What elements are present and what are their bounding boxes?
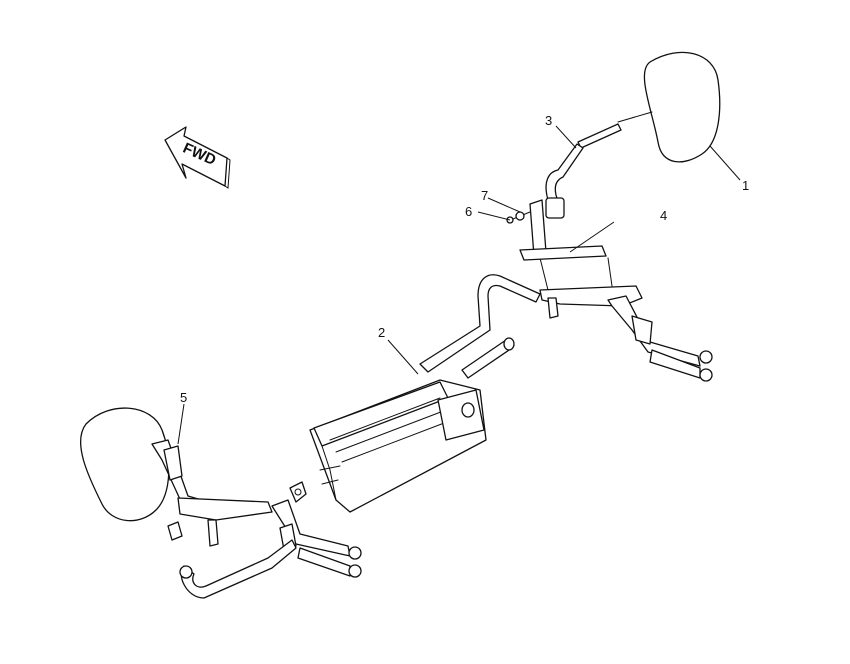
center-console <box>309 379 487 513</box>
leader-lines <box>177 125 741 445</box>
right-lower-bracket <box>539 285 713 382</box>
callout-7: 7 <box>481 188 488 203</box>
mirror-head-right <box>617 51 721 163</box>
callout-2: 2 <box>378 325 385 340</box>
mirror-head-left <box>79 407 170 522</box>
callout-1: 1 <box>742 178 749 193</box>
upper-tube <box>419 274 541 379</box>
callout-3: 3 <box>545 113 552 128</box>
callout-6: 6 <box>465 204 472 219</box>
fwd-arrow-icon: FWD <box>164 126 231 189</box>
mounting-plate <box>519 245 607 261</box>
callout-4: 4 <box>660 208 667 223</box>
callout-5: 5 <box>180 390 187 405</box>
mirror-arm-rod <box>545 123 622 219</box>
center-clip <box>289 481 307 503</box>
left-lower-tubes <box>179 499 362 599</box>
bolt-and-washer <box>506 211 531 224</box>
left-mirror-bracket <box>151 439 273 547</box>
mount-post <box>529 199 613 291</box>
